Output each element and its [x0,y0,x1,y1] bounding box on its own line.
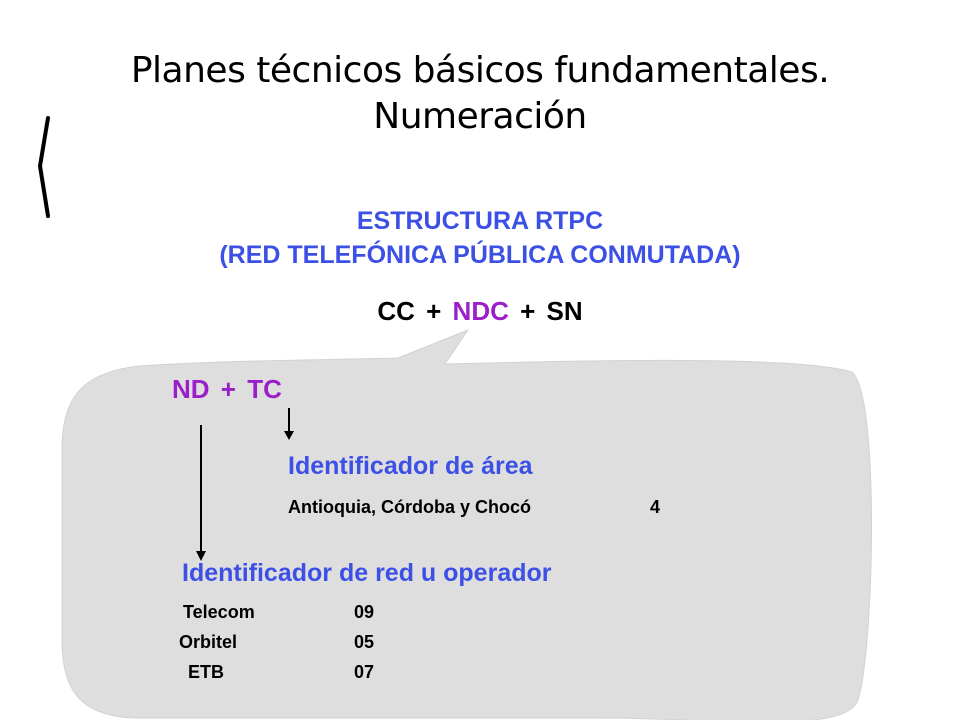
operator-name: Orbitel [179,632,238,652]
operator-name: Telecom [183,602,255,622]
area-region: Antioquia, Córdoba y Chocó [288,497,531,517]
structure-heading-line-2: (RED TELEFÓNICA PÚBLICA CONMUTADA) [219,241,741,269]
operator-code: 05 [354,632,375,652]
structure-heading: ESTRUCTURA RTPC (RED TELEFÓNICA PÚBLICA … [0,204,960,272]
area-code: 4 [650,497,661,517]
breakdown-plus: + [220,374,236,404]
operator-code: 07 [354,662,375,682]
number-formula: CC + NDC + SN [0,296,960,327]
structure-heading-line-1: ESTRUCTURA RTPC [356,207,604,235]
arrow-nd-head [196,551,206,561]
arrow-tc-head [284,431,294,440]
slide-title-line-1: Planes técnicos básicos fundamentales. [130,50,830,91]
ndc-breakdown: ND + TC [172,374,282,405]
formula-sn: SN [546,296,583,326]
operator-identifier-heading: Identificador de red u operador [182,559,552,587]
formula-plus-2: + [520,296,536,326]
slide-title: Planes técnicos básicos fundamentales. N… [0,48,960,140]
slide-title-line-2: Numeración [373,96,587,137]
breakdown-tc: TC [247,374,282,404]
operator-code: 09 [354,602,375,622]
bracket-decoration [37,116,50,218]
formula-ndc: NDC [452,296,509,326]
operator-name: ETB [188,662,224,682]
formula-plus-1: + [426,296,442,326]
formula-cc: CC [377,296,415,326]
breakdown-nd: ND [172,374,210,404]
area-identifier-heading: Identificador de área [288,452,533,480]
